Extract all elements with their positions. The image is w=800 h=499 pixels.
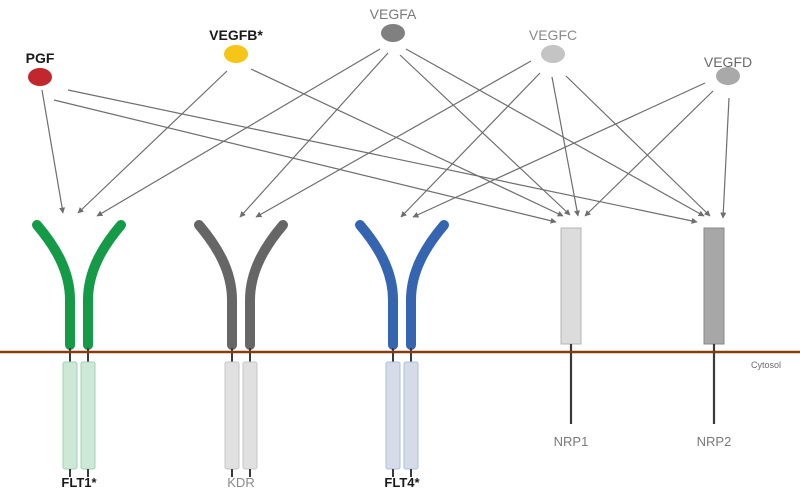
- arrow-vegfc-to-nrp2: [565, 75, 711, 217]
- arrow-vegfa-to-flt1: [96, 48, 381, 217]
- binding-arrows: [41, 48, 730, 224]
- ligand-dot-vegfa: [381, 24, 405, 42]
- arrow-vegfa-to-nrp1: [399, 54, 571, 216]
- extracellular-arm-left: [32, 220, 75, 350]
- receptor-label-kdr: KDR: [227, 475, 254, 490]
- intracellular-domain: [403, 361, 419, 470]
- intracellular-domain: [62, 361, 78, 470]
- arrow-vegfd-to-flt4: [412, 82, 706, 218]
- intracellular-domain: [224, 361, 240, 470]
- extracellular-domain: [560, 227, 582, 345]
- arrow-vegfc-to-flt4: [400, 72, 541, 218]
- arrow-vegfb-to-nrp1: [250, 68, 564, 217]
- receptors: [32, 220, 725, 477]
- receptor-labels: FLT1* KDR FLT4* NRP1 NRP2: [61, 434, 731, 490]
- ligand-pgf: PGF: [26, 50, 55, 86]
- receptor-label-nrp1: NRP1: [554, 434, 589, 449]
- ligands: PGF VEGFB* VEGFA VEGFC VEGFD: [26, 6, 752, 86]
- arrow-vegfb-to-flt1: [77, 70, 228, 214]
- ligand-dot-vegfd: [716, 67, 740, 85]
- ligand-label-pgf: PGF: [26, 50, 55, 66]
- extracellular-arm-right: [406, 220, 449, 350]
- extracellular-arm-left: [194, 220, 237, 350]
- intracellular-domain: [80, 361, 96, 470]
- ligand-label-vegfc: VEGFC: [529, 27, 577, 43]
- receptor-nrp2: [703, 227, 725, 424]
- receptor-flt1: [32, 220, 126, 477]
- receptor-label-flt1: FLT1*: [61, 475, 97, 490]
- ligand-dot-vegfb: [224, 45, 248, 63]
- ligand-dot-vegfc: [541, 45, 565, 63]
- receptor-nrp1: [560, 227, 582, 424]
- arrow-vegfd-to-nrp2: [720, 97, 730, 219]
- ligand-vegfc: VEGFC: [529, 27, 577, 63]
- arrow-vegfc-to-kdr: [255, 60, 532, 218]
- arrow-pgf-to-flt1: [41, 89, 66, 214]
- arrow-vegfc-to-nrp1: [551, 76, 580, 217]
- arrow-vegfd-to-nrp1: [584, 90, 714, 217]
- extracellular-arm-right: [245, 220, 288, 350]
- intracellular-domain: [385, 361, 401, 470]
- receptor-kdr: [194, 220, 288, 477]
- arrow-pgf-to-nrp2: [67, 89, 698, 224]
- arrow-pgf-to-nrp1: [53, 99, 557, 224]
- extracellular-domain: [703, 227, 725, 345]
- arrow-vegfa-to-nrp2: [405, 48, 705, 217]
- extracellular-arm-left: [355, 220, 398, 350]
- ligand-label-vegfb: VEGFB*: [209, 27, 263, 43]
- ligand-vegfa: VEGFA: [370, 6, 417, 42]
- receptor-label-flt4: FLT4*: [384, 475, 420, 490]
- receptor-label-nrp2: NRP2: [697, 434, 732, 449]
- cytosol-label: Cytosol: [751, 360, 781, 370]
- ligand-dot-pgf: [28, 68, 52, 86]
- intracellular-domain: [242, 361, 258, 470]
- ligand-vegfb: VEGFB*: [209, 27, 263, 63]
- ligand-label-vegfa: VEGFA: [370, 6, 417, 22]
- arrow-vegfa-to-kdr: [239, 52, 389, 218]
- ligand-label-vegfd: VEGFD: [704, 54, 752, 70]
- extracellular-arm-right: [83, 220, 126, 350]
- receptor-flt4: [355, 220, 449, 477]
- ligand-vegfd: VEGFD: [704, 54, 752, 85]
